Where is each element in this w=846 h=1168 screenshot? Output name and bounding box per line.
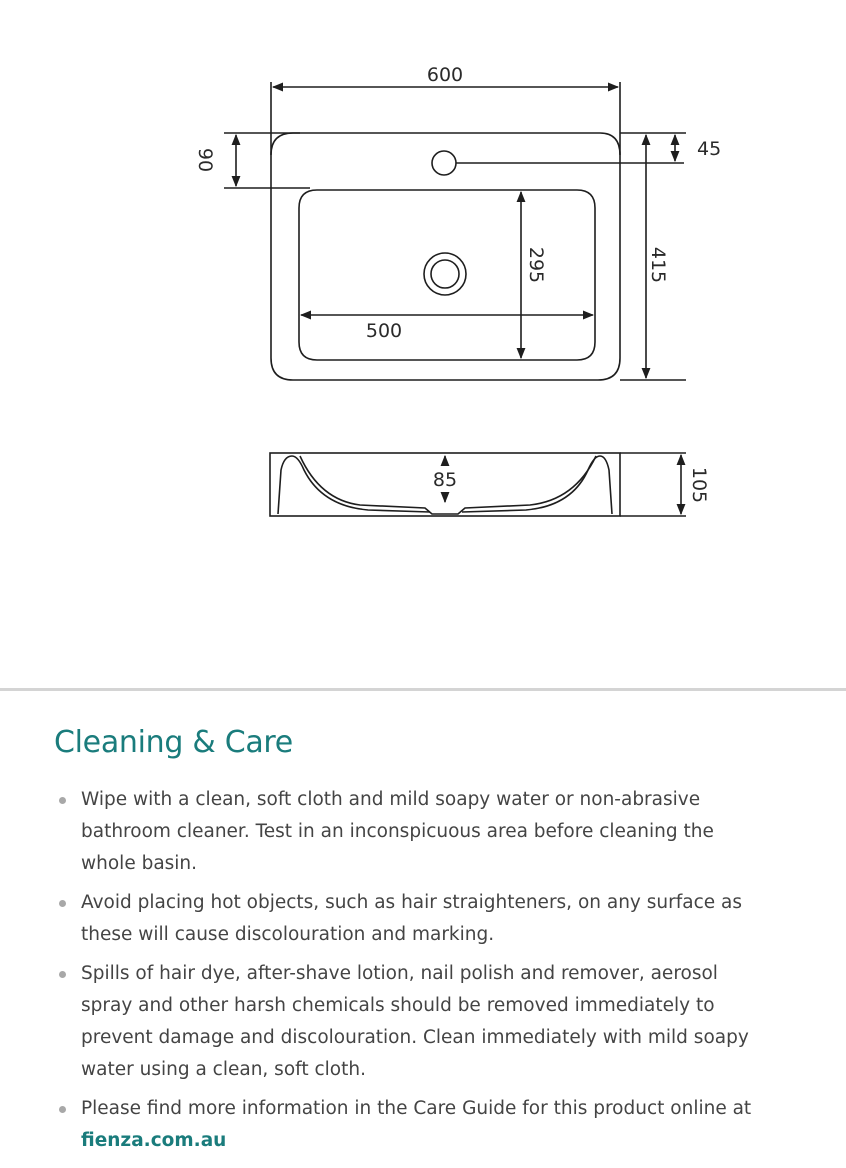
dim-side-bowl-depth: 85 [433,469,457,491]
bullet-icon [59,971,66,978]
care-list: Wipe with a clean, soft cloth and mild s… [54,784,774,1157]
bullet-icon [59,1106,66,1113]
section-title: Cleaning & Care [54,725,293,760]
dim-overall-width: 600 [427,64,463,86]
cleaning-care-section: Cleaning & Care Wipe with a clean, soft … [54,725,774,1164]
list-item-text: Wipe with a clean, soft cloth and mild s… [81,789,714,874]
dim-bowl-width: 500 [366,320,402,342]
dim-deck-to-bowl: 90 [194,148,216,172]
dim-overall-height: 105 [688,467,710,503]
basin-plan-outline [270,132,621,381]
section-divider [0,688,846,691]
list-item: Avoid placing hot objects, such as hair … [54,887,774,951]
dim-tap-hole-offset: 45 [697,138,721,160]
basin-side-outline [269,452,621,517]
list-item: Please find more information in the Care… [54,1093,774,1157]
technical-drawing: 600 500 45 90 295 415 85 105 [0,0,846,560]
list-item-text: Please find more information in the Care… [81,1098,752,1119]
basin-dimension-diagram: 600 500 45 90 295 415 85 105 [194,64,721,517]
bullet-icon [59,900,66,907]
list-item: Spills of hair dye, after-shave lotion, … [54,958,774,1086]
list-item-text: Avoid placing hot objects, such as hair … [81,892,742,945]
bullet-icon [59,797,66,804]
list-item-text: Spills of hair dye, after-shave lotion, … [81,963,749,1080]
dim-bowl-depth: 295 [525,247,547,283]
fienza-website-link[interactable]: fienza.com.au [81,1130,227,1151]
dim-overall-depth: 415 [647,247,669,283]
list-item: Wipe with a clean, soft cloth and mild s… [54,784,774,880]
